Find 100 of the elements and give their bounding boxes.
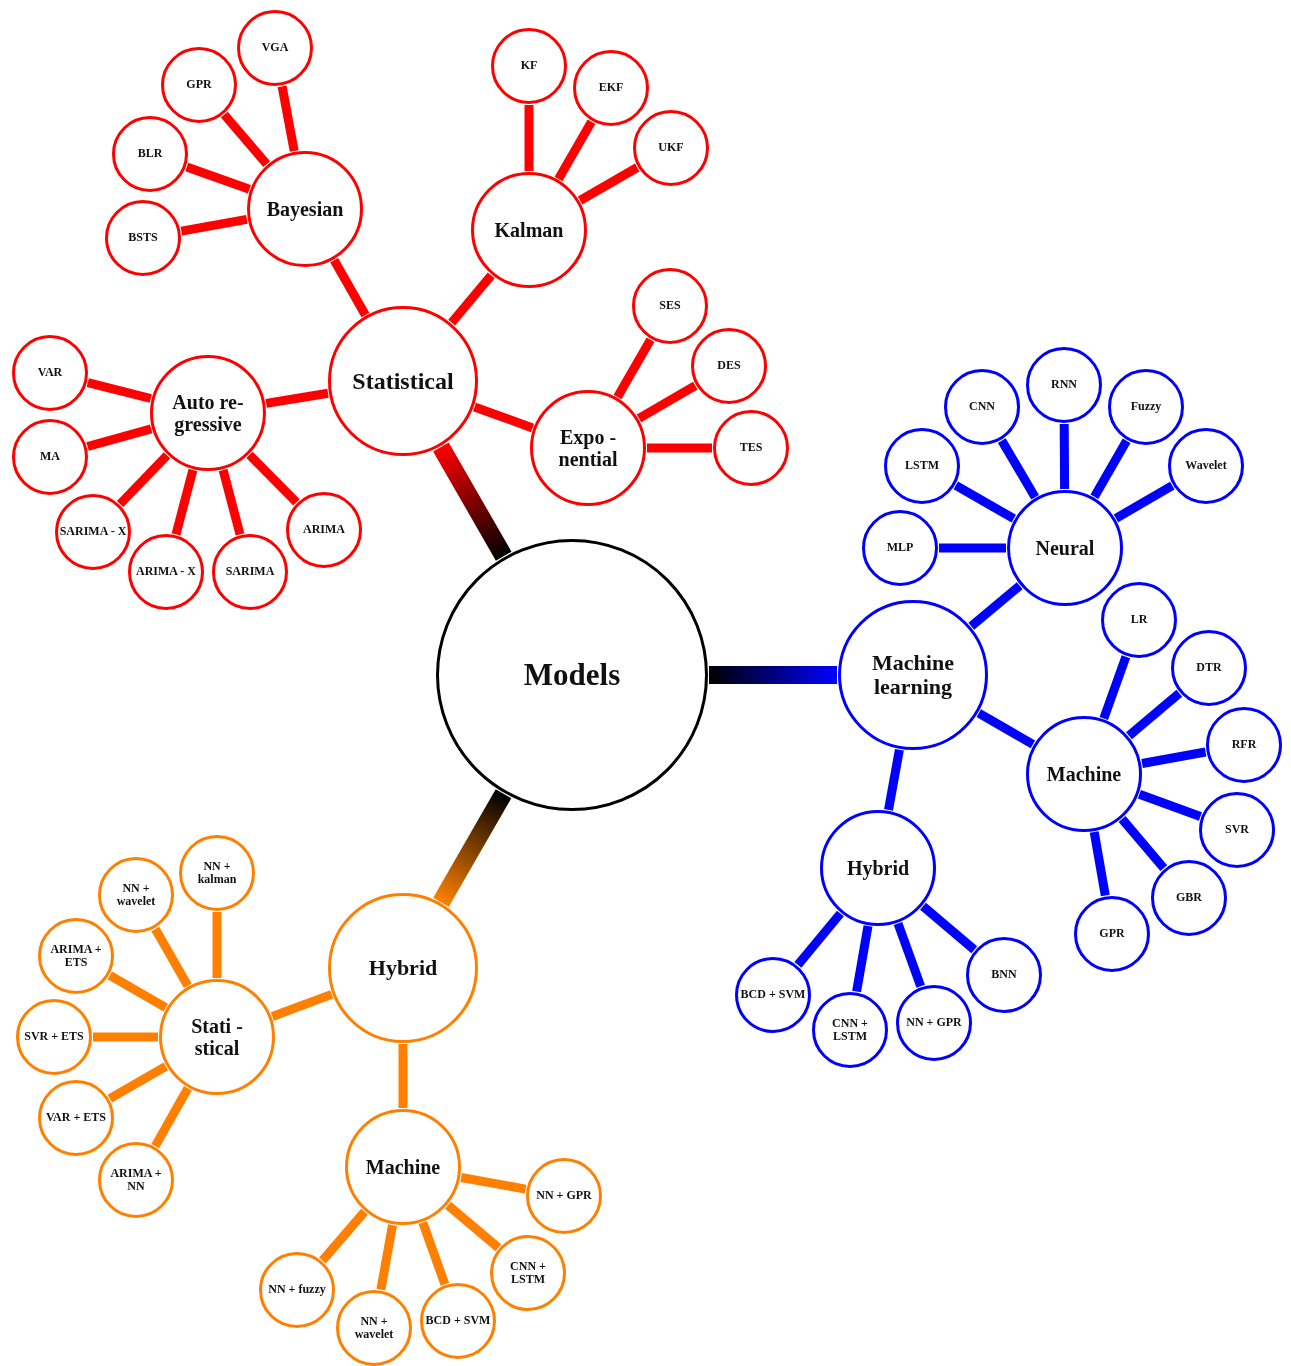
branch-connector (893, 921, 925, 988)
branch-connector (636, 381, 698, 423)
topic-label: GPR (1098, 927, 1126, 941)
branch-connector (1113, 481, 1175, 523)
topic-label: VAR (36, 366, 64, 380)
topic-label: Machine learning (871, 650, 955, 700)
topic-label: DTR (1195, 661, 1223, 675)
branch-connector (709, 666, 837, 684)
topic-label: Statistical (351, 367, 455, 395)
branch-connector (1089, 831, 1110, 897)
topic-label: BNN (990, 968, 1018, 982)
topic-label: Hybrid (367, 955, 439, 981)
topic-label: BSTS (127, 231, 159, 245)
branch-connector (107, 971, 169, 1012)
topic-label: NN + wavelet (353, 1314, 395, 1342)
branch-connector (270, 990, 334, 1021)
branch-connector (330, 258, 370, 318)
branch-connector (151, 926, 192, 989)
branch-connector (180, 214, 248, 236)
branch-connector (852, 925, 873, 993)
topic-label: Machine (364, 1156, 442, 1178)
branch-connector (647, 443, 712, 453)
topic-label: Machine (1045, 763, 1123, 785)
topic-label: MLP (885, 541, 915, 555)
branch-connector (884, 749, 904, 811)
topic-label: TES (738, 441, 764, 455)
topic-circle (490, 1235, 566, 1311)
branch-connector (398, 1044, 408, 1108)
topic-label: ARIMA + ETS (49, 942, 103, 970)
topic-circle (1007, 490, 1123, 606)
branch-connector (554, 119, 596, 182)
topic-circle (1101, 582, 1177, 658)
topic-label: BCD + SVM (740, 988, 806, 1002)
branch-connector (1137, 790, 1202, 821)
topic-label: NN + kalman (196, 859, 238, 887)
topic-label: BLR (136, 147, 164, 161)
topic-circle (1151, 860, 1227, 936)
topic-label: SVR (1224, 823, 1250, 837)
branch-connector (246, 451, 300, 506)
branch-connector (151, 1086, 192, 1149)
topic-circle (966, 937, 1042, 1013)
topic-label: Stati - stical (190, 1015, 244, 1059)
topic-label: VAR + ETS (46, 1111, 106, 1125)
topic-label: ARIMA (302, 523, 346, 537)
branch-connector (1118, 816, 1168, 872)
branch-connector (1141, 747, 1207, 768)
topic-label: SARIMA (224, 565, 276, 579)
branch-connector (86, 378, 152, 403)
branch-connector (460, 1173, 527, 1194)
branch-connector (418, 1221, 450, 1286)
branch-connector (613, 337, 655, 400)
branch-connector (433, 442, 512, 561)
topic-label: CNN (968, 400, 996, 414)
branch-connector (107, 1062, 169, 1103)
branch-connector (445, 1201, 502, 1252)
branch-connector (472, 402, 535, 433)
topic-label: CNN + LSTM (831, 1016, 869, 1044)
topic-label: BCD + SVM (425, 1314, 491, 1328)
branch-connector (1099, 655, 1131, 720)
branch-connector (265, 388, 329, 408)
topic-label: EKF (597, 81, 625, 95)
topic-label: RFR (1230, 738, 1258, 752)
branch-connector (976, 709, 1036, 749)
topic-label: GPR (185, 78, 213, 92)
topic-circle (161, 47, 237, 123)
topic-label: Auto re- gressive (171, 391, 245, 435)
branch-connector (277, 85, 299, 152)
topic-label: CNN + LSTM (509, 1259, 547, 1287)
topic-label: MA (39, 450, 61, 464)
topic-label: SVR + ETS (24, 1030, 84, 1044)
topic-label: Fuzzy (1129, 400, 1163, 414)
topic-label: Wavelet (1184, 459, 1228, 473)
branch-connector (577, 163, 640, 205)
branch-connector (93, 1032, 158, 1042)
branch-connector (86, 424, 153, 451)
branch-connector (794, 910, 844, 968)
branch-connector (171, 468, 198, 536)
branch-connector (968, 582, 1023, 630)
topic-label: Hybrid (845, 857, 911, 879)
topic-label: Kalman (493, 219, 565, 241)
topic-label: GBR (1175, 891, 1203, 905)
topic-label: NN + GPR (905, 1016, 963, 1030)
branch-connector (1090, 438, 1131, 500)
branch-connector (218, 468, 245, 536)
topic-label: VGA (260, 41, 290, 55)
topic-label: UKF (657, 141, 685, 155)
topic-label: Neural (1034, 537, 1096, 559)
topic-label: KF (519, 59, 539, 73)
topic-label: Bayesian (265, 198, 345, 220)
branch-connector (433, 789, 512, 907)
branch-connector (212, 912, 222, 978)
topic-label: SES (658, 299, 682, 313)
topic-label: DES (716, 359, 742, 373)
branch-connector (939, 543, 1006, 553)
topic-label: SARIMA - X (58, 525, 128, 539)
topic-label: Expo - nential (557, 426, 619, 470)
topic-circle (1171, 630, 1247, 706)
branch-connector (953, 481, 1017, 523)
topic-label: NN + wavelet (115, 881, 157, 909)
topic-label: NN + GPR (535, 1189, 593, 1203)
